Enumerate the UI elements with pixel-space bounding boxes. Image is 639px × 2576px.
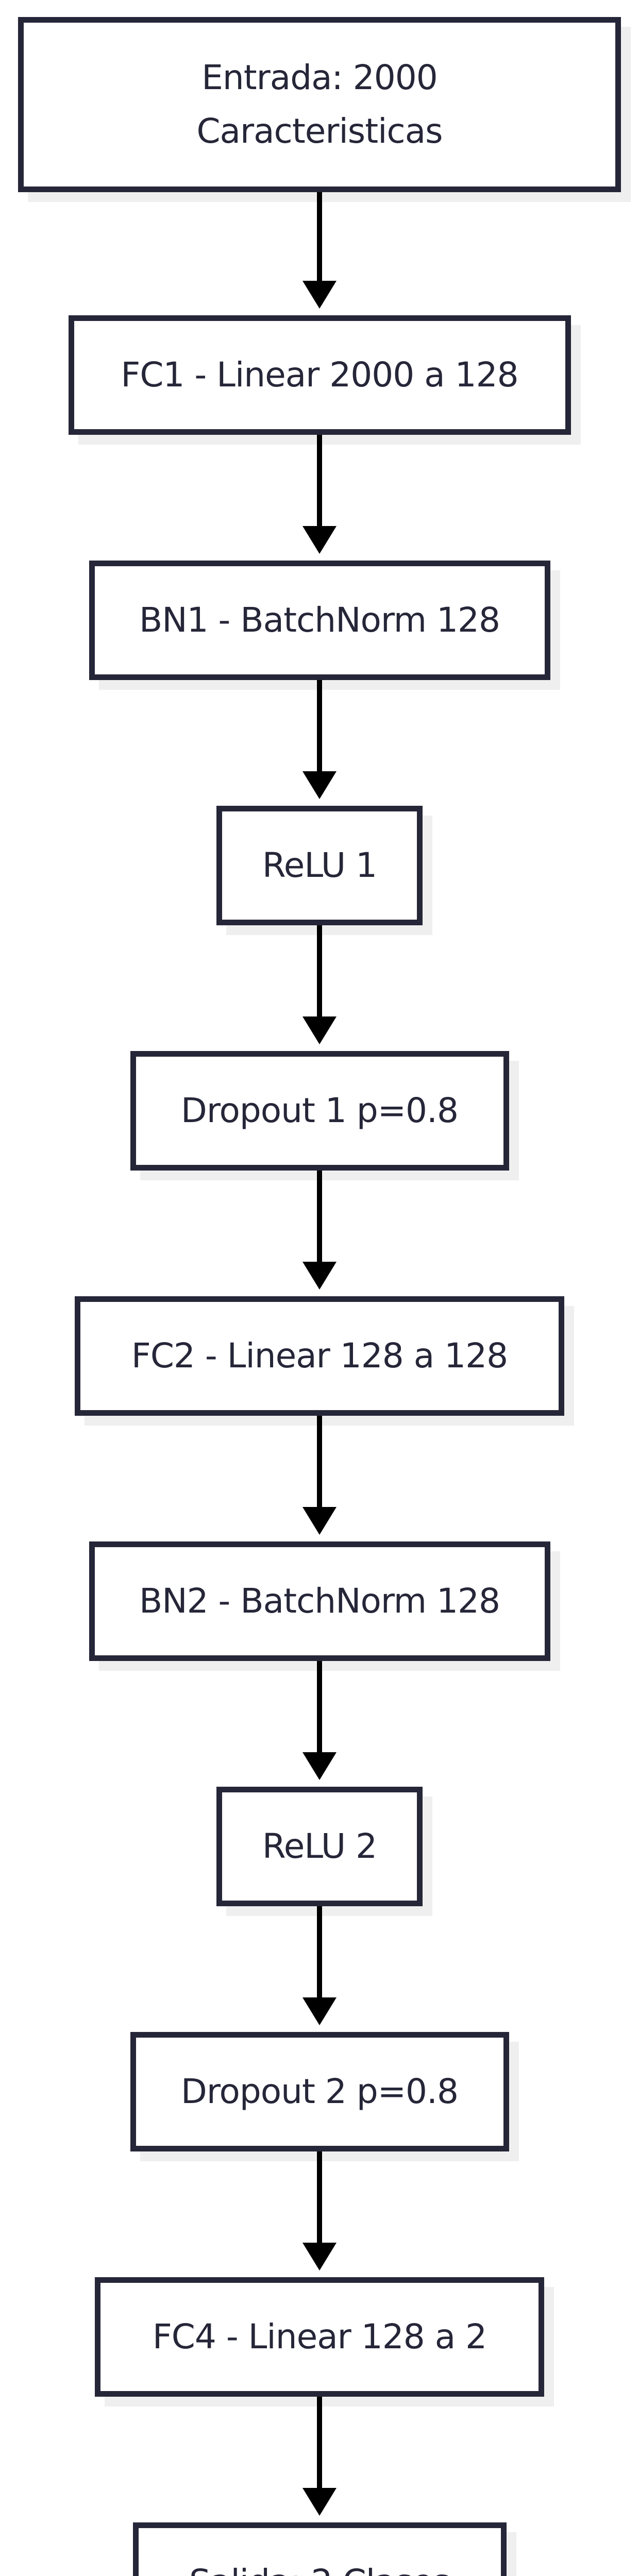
- arrowhead-icon: [302, 2488, 337, 2516]
- node-label: Dropout 2 p=0.8: [181, 2071, 459, 2111]
- arrow-stem: [317, 2397, 322, 2489]
- node-fc1: FC1 - Linear 2000 a 128: [68, 315, 571, 435]
- node-label: BN2 - BatchNorm 128: [139, 1581, 500, 1621]
- arrow-stem: [317, 1906, 322, 1998]
- node-label: ReLU 1: [262, 845, 377, 885]
- arrow-stem: [317, 1661, 322, 1753]
- node-label: Entrada: 2000 Caracteristicas: [196, 57, 443, 151]
- arrow-stem: [317, 925, 322, 1018]
- node-bn2: BN2 - BatchNorm 128: [89, 1541, 550, 1661]
- node-fc4: FC4 - Linear 128 a 2: [95, 2277, 544, 2397]
- arrowhead-icon: [302, 526, 337, 554]
- node-label: FC4 - Linear 128 a 2: [152, 2316, 487, 2357]
- node-entrada: Entrada: 2000 Caracteristicas: [18, 17, 621, 192]
- arrowhead-icon: [302, 1507, 337, 1535]
- node-relu2: ReLU 2: [216, 1787, 423, 1906]
- node-label: ReLU 2: [262, 1826, 377, 1866]
- arrowhead-icon: [302, 1016, 337, 1044]
- node-dropout1: Dropout 1 p=0.8: [130, 1051, 509, 1171]
- arrowhead-icon: [302, 1752, 337, 1780]
- arrow-stem: [317, 192, 322, 282]
- node-fc2: FC2 - Linear 128 a 128: [75, 1296, 564, 1416]
- arrow-stem: [317, 1171, 322, 1263]
- arrowhead-icon: [302, 1997, 337, 2025]
- node-dropout2: Dropout 2 p=0.8: [130, 2032, 509, 2151]
- arrow-stem: [317, 680, 322, 772]
- arrow-stem: [317, 1416, 322, 1508]
- node-label: FC1 - Linear 2000 a 128: [121, 354, 518, 395]
- arrowhead-icon: [302, 2243, 337, 2270]
- node-label: FC2 - Linear 128 a 128: [131, 1335, 508, 1376]
- node-label: BN1 - BatchNorm 128: [139, 600, 500, 640]
- node-label: Dropout 1 p=0.8: [181, 1090, 459, 1130]
- node-relu1: ReLU 1: [216, 806, 423, 925]
- arrow-stem: [317, 2151, 322, 2244]
- arrowhead-icon: [302, 281, 337, 309]
- node-bn1: BN1 - BatchNorm 128: [89, 561, 550, 680]
- arrowhead-icon: [302, 1262, 337, 1290]
- node-label: Salida: 2 Clases: [189, 2555, 450, 2576]
- arrow-stem: [317, 435, 322, 527]
- node-salida: Salida: 2 Clases: [132, 2522, 507, 2576]
- arrowhead-icon: [302, 771, 337, 799]
